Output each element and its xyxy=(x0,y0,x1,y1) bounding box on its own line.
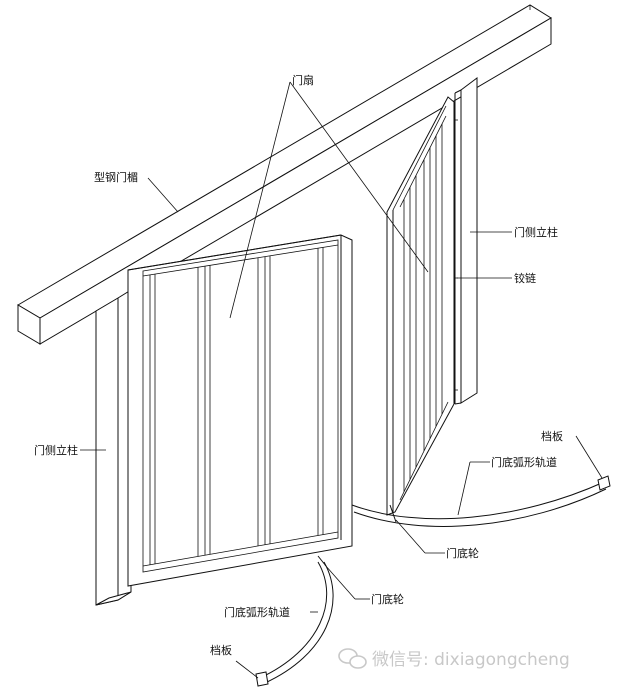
label-side-post-right: 门侧立柱 xyxy=(514,225,558,239)
bottom-wheel-right-mark xyxy=(389,504,397,523)
steel-header-beam xyxy=(17,4,552,345)
label-arc-track-left: 门底弧形轨道 xyxy=(224,605,290,619)
left-arc-track xyxy=(255,561,334,687)
label-bottom-wheel-left: 门底轮 xyxy=(371,592,404,606)
left-side-post xyxy=(95,289,132,606)
label-arc-track-right: 门底弧形轨道 xyxy=(491,455,557,469)
label-steel-header: 型钢门楣 xyxy=(94,170,138,184)
wechat-icon xyxy=(338,648,367,669)
watermark-text: 微信号: dixiagongcheng xyxy=(372,650,570,670)
right-side-post xyxy=(452,77,478,405)
bottom-wheel-left-mark xyxy=(317,555,327,567)
label-stop-plate-left: 档板 xyxy=(210,643,232,657)
label-side-post-left: 门侧立柱 xyxy=(34,443,78,457)
left-door-leaf xyxy=(127,234,353,587)
label-bottom-wheel-right: 门底轮 xyxy=(446,546,479,560)
right-door-leaf xyxy=(386,96,455,516)
leader-lines xyxy=(80,81,603,679)
right-arc-track xyxy=(351,475,611,527)
label-stop-plate-right: 档板 xyxy=(541,429,563,443)
label-hinge: 铰链 xyxy=(514,271,536,285)
label-door-leaf: 门扇 xyxy=(292,73,314,87)
